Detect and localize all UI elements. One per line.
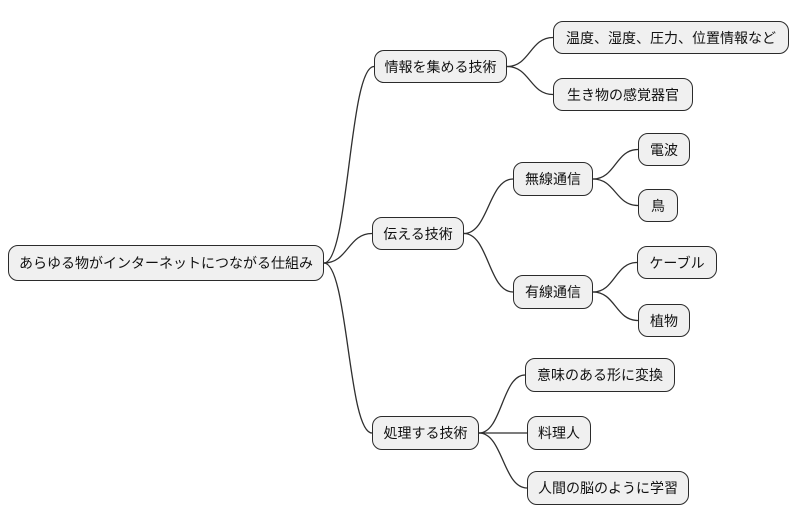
node-temperature-humidity-etc[interactable]: 温度、湿度、圧力、位置情報など	[553, 21, 789, 54]
edge-line	[592, 148, 639, 180]
node-cable[interactable]: ケーブル	[637, 246, 717, 279]
edge-line	[506, 36, 554, 68]
edge-line	[463, 232, 514, 293]
node-learn-like-human-brain[interactable]: 人間の脳のように学習	[527, 471, 689, 505]
edge-line	[478, 432, 528, 489]
node-collecting-tech[interactable]: 情報を集める技術	[374, 50, 507, 83]
edge-line	[323, 232, 373, 264]
node-wired-comm[interactable]: 有線通信	[513, 275, 593, 309]
node-root[interactable]: あらゆる物がインターネットにつながる仕組み	[8, 245, 324, 281]
node-bird[interactable]: 鳥	[638, 189, 678, 222]
node-convert-to-meaningful-form[interactable]: 意味のある形に変換	[525, 358, 675, 392]
node-wireless-comm[interactable]: 無線通信	[513, 162, 593, 196]
node-radio-wave[interactable]: 電波	[638, 133, 690, 166]
edge-line	[323, 65, 375, 264]
edge-line	[478, 374, 526, 434]
edge-line	[506, 65, 554, 96]
edge-line	[592, 291, 639, 322]
node-transmitting-tech[interactable]: 伝える技術	[372, 217, 464, 250]
node-living-sense-organs[interactable]: 生き物の感覚器官	[553, 78, 693, 111]
edge-line	[592, 261, 638, 293]
edge-line	[592, 178, 639, 207]
edge-line	[463, 178, 514, 235]
edge-line	[323, 262, 373, 434]
node-cook[interactable]: 料理人	[527, 416, 591, 450]
node-processing-tech[interactable]: 処理する技術	[372, 416, 479, 450]
node-plant[interactable]: 植物	[638, 304, 690, 337]
